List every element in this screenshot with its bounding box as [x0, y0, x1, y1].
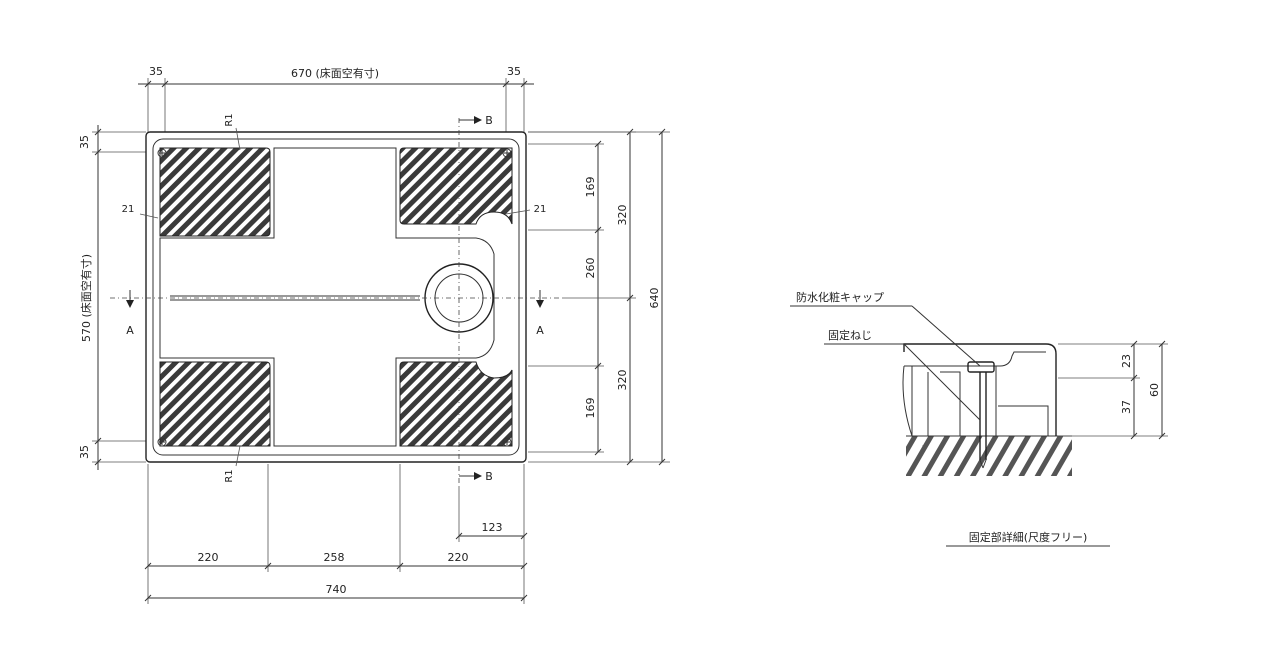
detail-caption: 固定部詳細(尺度フリー) [969, 530, 1088, 544]
top-dim-middle: 670 (床面空有寸) [291, 66, 379, 80]
hatched-pad-top-left [159, 147, 271, 237]
ground-hatch [906, 436, 1072, 476]
tray-inner-rim [152, 138, 520, 456]
bottom-dim-overall: 740 [326, 583, 347, 596]
bottom-dim-right: 220 [448, 551, 469, 564]
tray-outline [145, 131, 527, 463]
left-dim-bottom: 35 [78, 445, 91, 459]
radius-label-left: 21 [122, 204, 135, 215]
hatched-pad-top-right [399, 147, 513, 225]
tray-section-outline [903, 343, 1057, 436]
radius-label-top: R1 [224, 113, 235, 126]
right-dim-lower-outer: 320 [616, 370, 629, 391]
left-dim-top: 35 [78, 135, 91, 149]
hatched-pad-bottom-right [399, 361, 513, 447]
corner-screws [157, 148, 512, 447]
callout-fixing-screw: 固定ねじ [828, 328, 872, 342]
plan-view: 35 670 (床面空有寸) 35 35 570 (床面空有寸) 35 [78, 65, 670, 604]
right-dim-overall: 640 [648, 288, 661, 309]
detail-dim-upper: 23 [1120, 354, 1133, 368]
left-dim-middle: 570 (床面空有寸) [79, 254, 93, 342]
right-dim-lower: 169 [584, 398, 597, 419]
bottom-dim-middle: 258 [324, 551, 345, 564]
radius-label-bottom: R1 [224, 469, 235, 482]
right-dim-center: 260 [584, 258, 597, 279]
section-b-bottom: B [485, 470, 493, 483]
bottom-dim-drain-offset: 123 [482, 521, 503, 534]
right-dim-upper: 169 [584, 177, 597, 198]
section-b-top: B [485, 114, 493, 127]
radius-label-right: 21 [534, 204, 547, 215]
bottom-dim-left: 220 [198, 551, 219, 564]
section-a-left: A [126, 324, 134, 337]
callout-waterproof-cap: 防水化粧キャップ [796, 290, 884, 304]
section-a-right: A [536, 324, 544, 337]
right-dim-upper-outer: 320 [616, 205, 629, 226]
tray-floor [159, 147, 495, 447]
top-dim-left: 35 [149, 65, 163, 78]
detail-view: 防水化粧キャップ 固定ねじ 23 37 60 固定部詳細(尺度フリー) [790, 290, 1168, 547]
waterproof-cap [967, 361, 995, 373]
detail-dim-lower: 37 [1120, 400, 1133, 414]
detail-dim-total: 60 [1148, 383, 1161, 397]
top-dim-right: 35 [507, 65, 521, 78]
hatched-pad-bottom-left [159, 361, 271, 447]
